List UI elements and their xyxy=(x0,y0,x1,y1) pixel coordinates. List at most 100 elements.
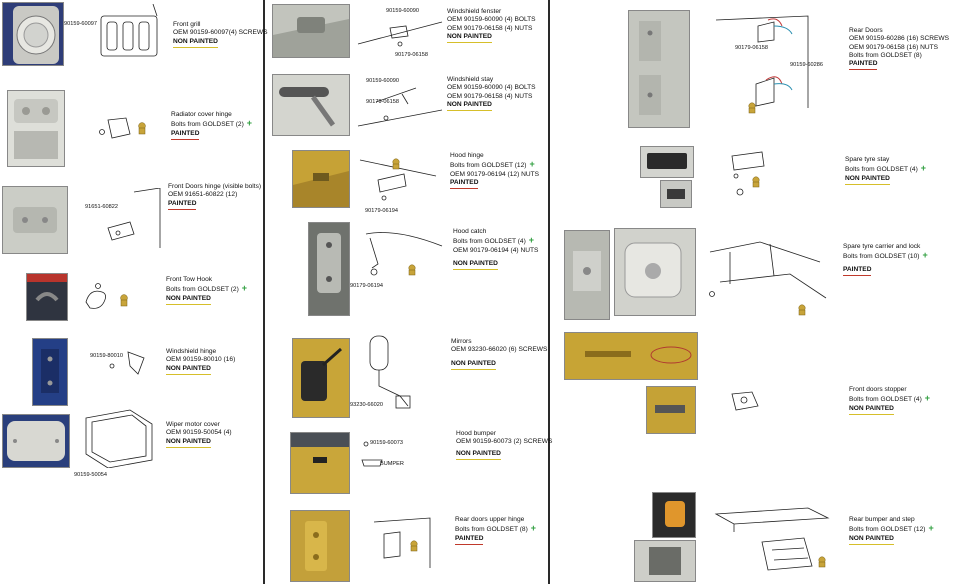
rear-doors-title: Rear Doors xyxy=(849,27,883,34)
hood-catch-status: NON PAINTED xyxy=(453,260,498,271)
spare-tyre-stay-title: Spare tyre stay xyxy=(845,156,890,163)
rear-doors-upper-hinge-plus-icon: + xyxy=(530,523,537,534)
rear-doors-label: Rear Doors OEM 90159-60286 (16) SCREWS O… xyxy=(849,27,950,71)
spare-tyre-carrier-status: PAINTED xyxy=(843,266,872,276)
windshield-fenster-part-number-bolt: 90159-60090 xyxy=(386,8,419,14)
rear-bumper-label: Rear bumper and step Bolts from GOLDSET … xyxy=(849,516,934,545)
front-doors-hinge-part-number: 91651-60822 xyxy=(85,204,118,210)
rear-doors-status: PAINTED xyxy=(849,60,878,71)
hood-catch-spec-1: Bolts from GOLDSET (4) xyxy=(453,238,526,246)
hood-catch-plus-icon: + xyxy=(528,235,535,246)
radiator-cover-hinge-status: PAINTED xyxy=(171,130,200,140)
hood-catch-photo xyxy=(308,222,350,316)
front-tow-hook-diagram xyxy=(85,283,128,309)
hood-bumper-diagram xyxy=(361,441,383,467)
wiper-motor-cover-part-number: 90159-50054 xyxy=(74,472,107,478)
front-doors-hinge-diagram xyxy=(107,188,161,248)
front-doors-stopper-photo-wide xyxy=(564,332,698,380)
windshield-fenster-photo xyxy=(272,4,350,58)
spare-tyre-stay-label: Spare tyre stay Bolts from GOLDSET (4)+ … xyxy=(845,156,926,185)
hood-catch-label: Hood catch Bolts from GOLDSET (4)+ OEM 9… xyxy=(453,228,538,271)
windshield-hinge-diagram xyxy=(109,351,145,375)
hood-hinge-plus-icon: + xyxy=(529,159,535,170)
front-doors-hinge-label: Front Doors hinge (visible bolts) OEM 91… xyxy=(168,183,261,210)
hood-bumper-spec: OEM 90159-60073 (2) SCREWS xyxy=(456,438,553,446)
hood-hinge-spec-1: Bolts from GOLDSET (12) xyxy=(450,162,527,170)
front-grill-spec: OEM 90159-60097(4) SCREWS xyxy=(173,29,268,37)
hood-bumper-bumper-label: BUMPER xyxy=(380,461,404,467)
front-doors-stopper-photo-detail xyxy=(646,386,696,434)
radiator-cover-hinge-photo xyxy=(7,90,65,167)
hood-bumper-title: Hood bumper xyxy=(456,430,496,437)
radiator-cover-hinge-plus-icon: + xyxy=(246,118,253,129)
front-tow-hook-plus-icon: + xyxy=(241,283,248,294)
hood-bumper-status: NON PAINTED xyxy=(456,450,501,460)
front-doors-stopper-label: Front doors stopper Bolts from GOLDSET (… xyxy=(849,386,930,415)
hood-hinge-part-number: 90179-06194 xyxy=(365,208,398,214)
rear-doors-photo xyxy=(628,10,690,128)
windshield-hinge-status: NON PAINTED xyxy=(166,365,211,375)
spare-tyre-stay-photo-main xyxy=(640,146,694,178)
windshield-fenster-title: Windshield fenster xyxy=(447,8,502,15)
front-doors-stopper-status: NON PAINTED xyxy=(849,405,894,415)
radiator-cover-hinge-diagram xyxy=(99,117,146,139)
rear-doors-upper-hinge-label: Rear doors upper hinge Bolts from GOLDSE… xyxy=(455,516,536,545)
rear-doors-spec-2: OEM 90179-06158 (16) NUTS xyxy=(849,43,939,51)
front-tow-hook-label: Front Tow Hook Bolts from GOLDSET (2)+ N… xyxy=(166,276,247,305)
windshield-hinge-label: Windshield hinge OEM 90159-80010 (16) NO… xyxy=(166,348,235,375)
rear-doors-upper-hinge-photo xyxy=(290,510,350,582)
front-grill-photo xyxy=(2,2,64,66)
rear-doors-upper-hinge-title: Rear doors upper hinge xyxy=(455,516,525,523)
rear-doors-diagram xyxy=(715,15,809,114)
spare-tyre-stay-diagram xyxy=(731,151,765,196)
mirrors-spec: OEM 93230-66020 (6) SCREWS xyxy=(451,346,548,354)
rear-doors-part-number-nut: 90179-06158 xyxy=(735,45,768,51)
rear-bumper-status: NON PAINTED xyxy=(849,535,894,545)
radiator-cover-hinge-title: Radiator cover hinge xyxy=(171,111,232,118)
rear-doors-upper-hinge-spec: Bolts from GOLDSET (8) xyxy=(455,526,528,534)
front-tow-hook-photo xyxy=(26,273,68,321)
windshield-stay-diagram xyxy=(357,87,443,127)
column-divider-left xyxy=(263,0,265,584)
hood-hinge-title: Hood hinge xyxy=(450,152,484,159)
windshield-stay-status: NON PAINTED xyxy=(447,101,492,112)
wiper-motor-cover-title: Wiper motor cover xyxy=(166,421,220,428)
wiper-motor-cover-diagram xyxy=(85,409,153,468)
front-tow-hook-title: Front Tow Hook xyxy=(166,276,213,283)
windshield-hinge-spec: OEM 90159-80010 (16) xyxy=(166,356,236,364)
front-doors-hinge-title: Front Doors hinge (visible bolts) xyxy=(168,183,262,190)
windshield-stay-photo xyxy=(272,74,350,136)
rear-doors-spec-3: Bolts from GOLDSET (8) xyxy=(849,51,922,59)
front-doors-stopper-plus-icon: + xyxy=(924,393,931,404)
rear-bumper-spec: Bolts from GOLDSET (12) xyxy=(849,526,926,534)
mirrors-status: NON PAINTED xyxy=(451,360,496,370)
hood-bumper-part-number: 90159-60073 xyxy=(370,440,403,446)
spare-tyre-stay-status: NON PAINTED xyxy=(845,175,890,185)
hood-bumper-photo xyxy=(290,432,350,494)
spare-tyre-carrier-title: Spare tyre carrier and lock xyxy=(843,243,921,250)
front-doors-stopper-title: Front doors stopper xyxy=(849,386,907,393)
windshield-fenster-status: NON PAINTED xyxy=(447,33,492,44)
windshield-stay-label: Windshield stay OEM 90159-60090 (4) BOLT… xyxy=(447,76,536,112)
rear-bumper-photo-step xyxy=(634,540,696,582)
spare-tyre-carrier-diagram xyxy=(709,241,827,316)
rear-doors-upper-hinge-diagram xyxy=(373,517,431,568)
mirrors-photo xyxy=(292,338,350,418)
rear-bumper-plus-icon: + xyxy=(928,523,934,534)
hood-hinge-label: Hood hinge Bolts from GOLDSET (12)+ OEM … xyxy=(450,152,539,190)
front-tow-hook-status: NON PAINTED xyxy=(166,295,211,305)
windshield-hinge-photo xyxy=(32,338,68,406)
column-divider-right xyxy=(548,0,550,584)
front-tow-hook-spec: Bolts from GOLDSET (2) xyxy=(166,286,239,294)
mirrors-diagram xyxy=(369,335,411,409)
windshield-fenster-part-number-nut: 90179-06158 xyxy=(395,52,428,58)
windshield-fenster-label: Windshield fenster OEM 90159-60090 (4) B… xyxy=(447,8,536,44)
rear-doors-spec-1: OEM 90159-60286 (16) SCREWS xyxy=(849,35,950,43)
windshield-stay-spec-1: OEM 90159-60090 (4) BOLTS xyxy=(447,84,536,92)
wiper-motor-cover-status: NON PAINTED xyxy=(166,438,211,448)
hood-hinge-photo xyxy=(292,150,350,208)
front-grill-status: NON PAINTED xyxy=(173,38,218,48)
windshield-hinge-part-number: 90159-80010 xyxy=(90,353,123,359)
rear-doors-part-number-screw: 90159-60286 xyxy=(790,62,823,68)
spare-tyre-carrier-label: Spare tyre carrier and lock Bolts from G… xyxy=(843,243,928,276)
